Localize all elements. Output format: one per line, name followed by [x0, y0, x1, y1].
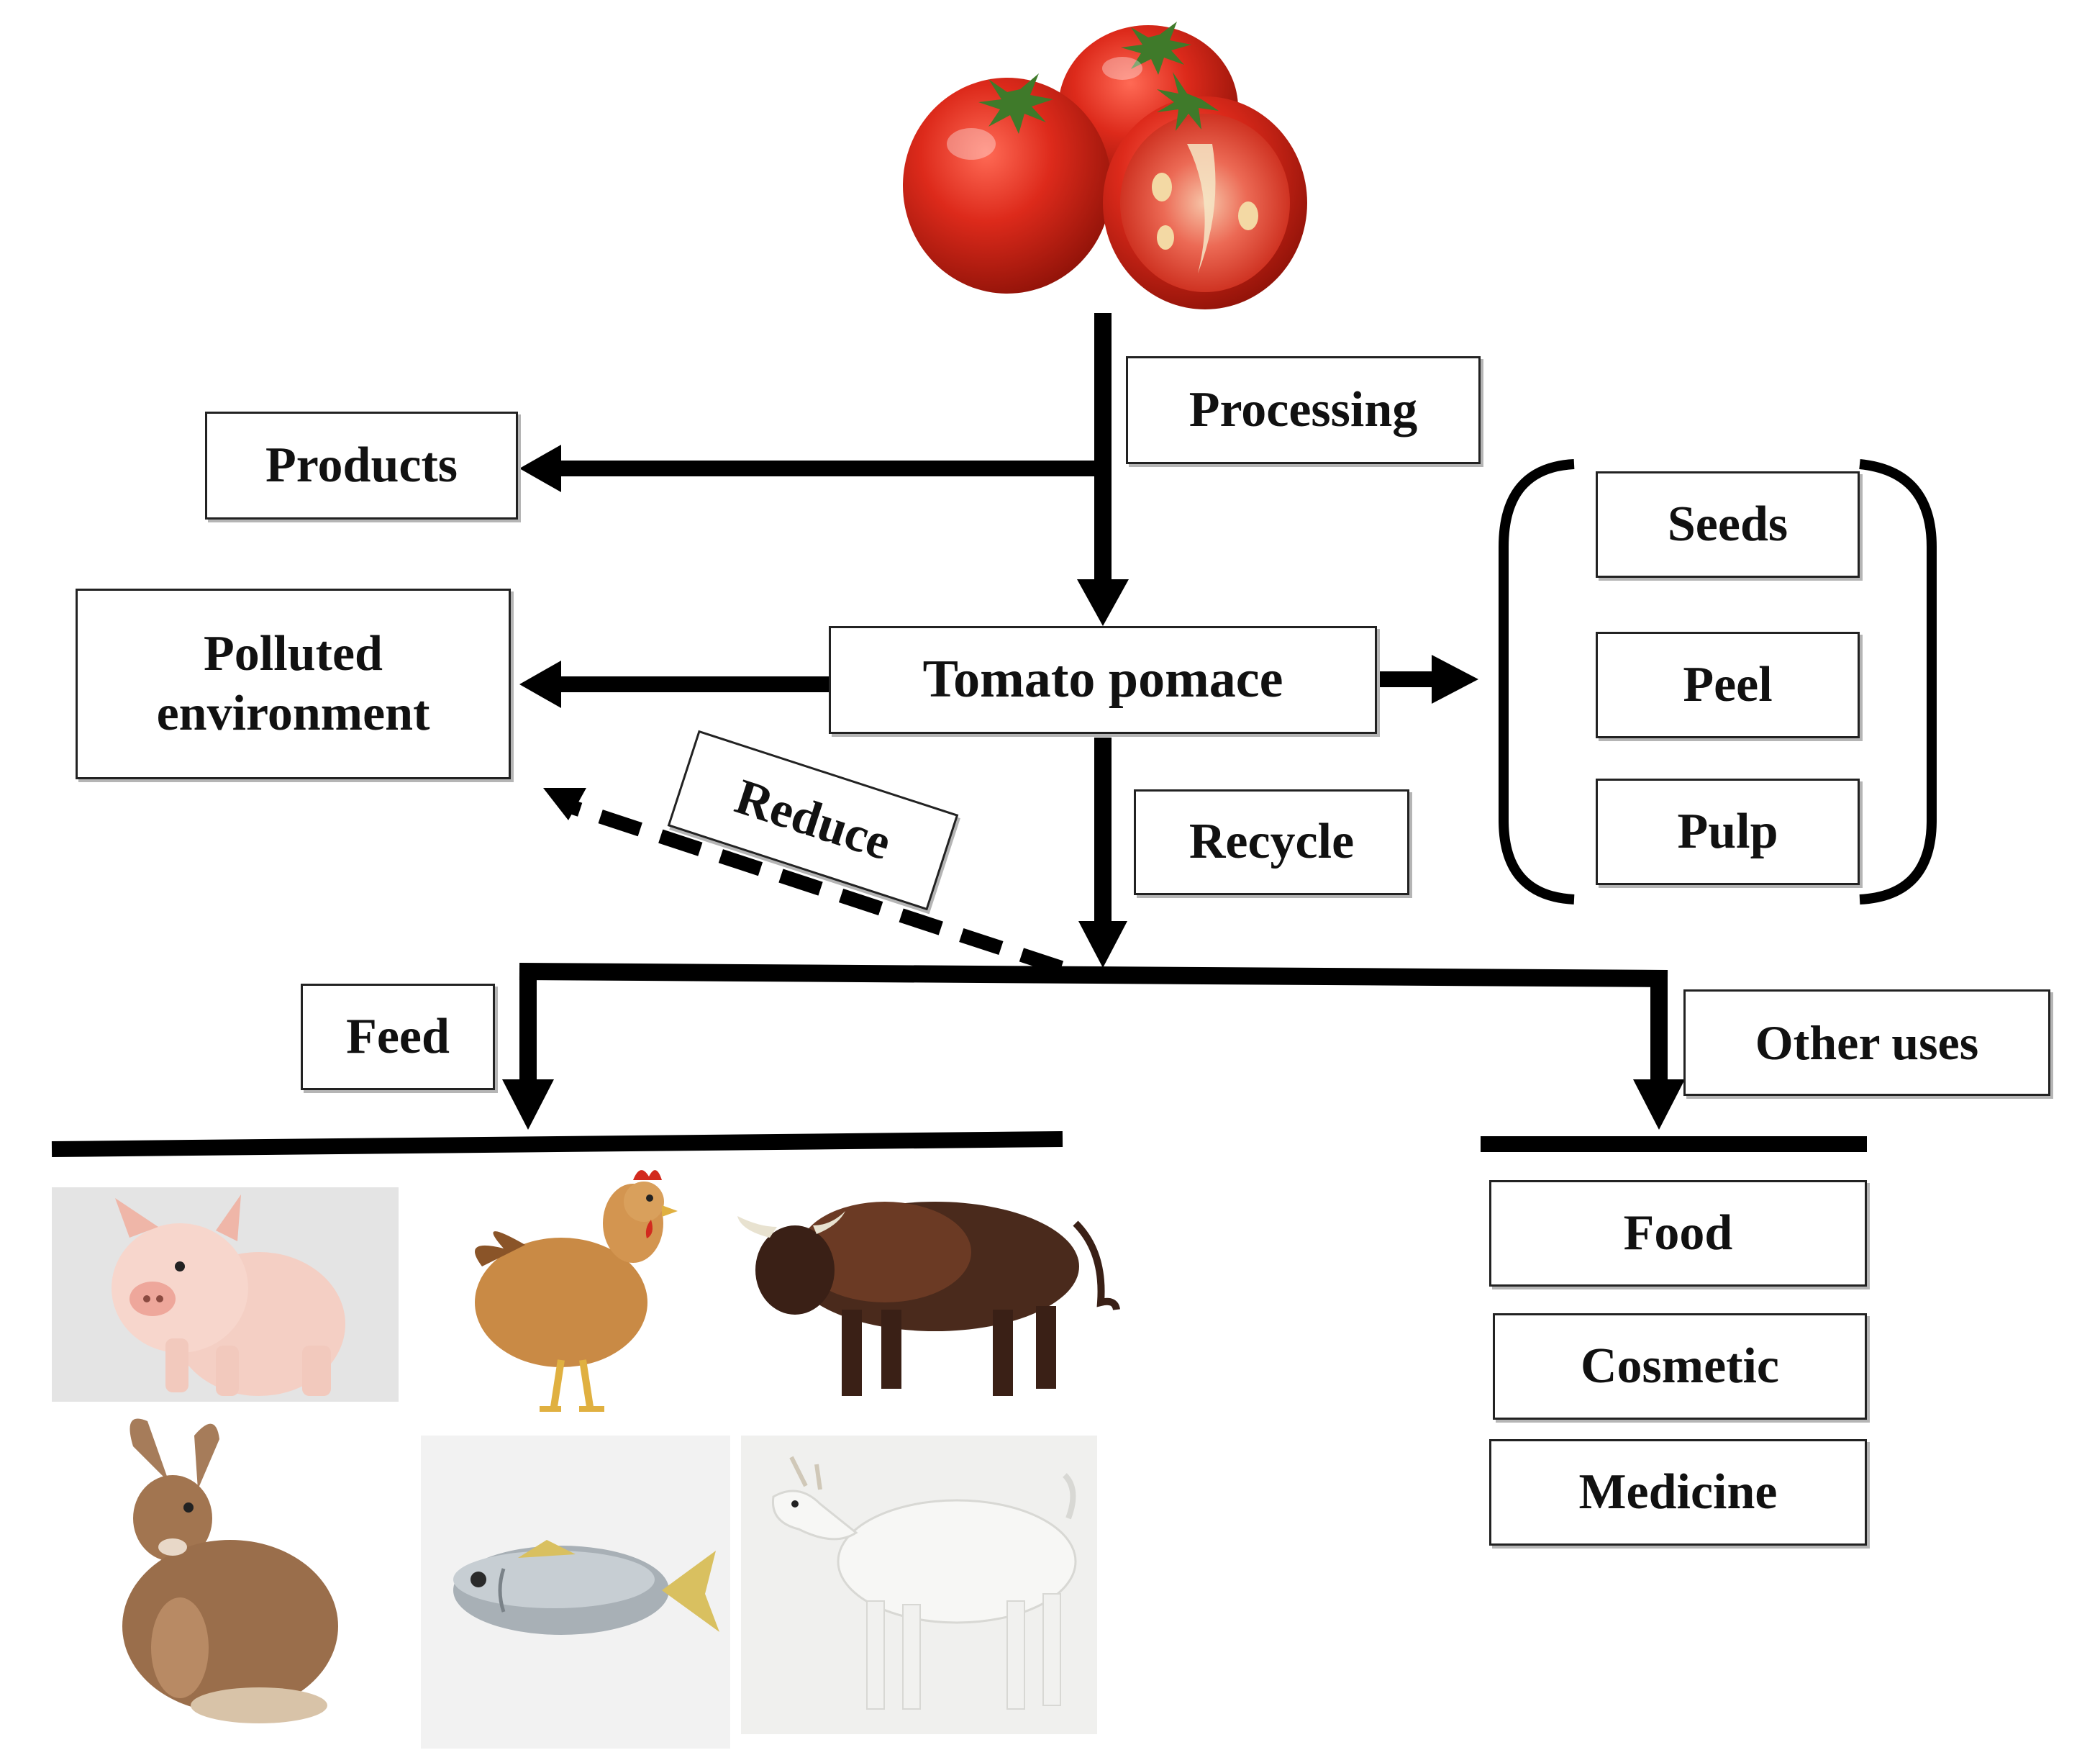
- processing-label: Processing: [1126, 356, 1481, 464]
- pig-image: [52, 1187, 399, 1402]
- other-use-food: Food: [1489, 1180, 1867, 1287]
- recycle-label: Recycle: [1134, 789, 1409, 895]
- polluted-environment-box: Polluted environment: [76, 589, 511, 779]
- feed-label: Feed: [301, 984, 495, 1090]
- feed-animals: [52, 1170, 1120, 1749]
- tomato-pomace-box: Tomato pomace: [829, 626, 1377, 734]
- other-use-medicine: Medicine: [1489, 1439, 1867, 1546]
- fish-image: [421, 1436, 730, 1749]
- chicken-image: [475, 1170, 678, 1412]
- pomace-component-seeds: Seeds: [1596, 471, 1860, 578]
- pomace-component-peel: Peel: [1596, 632, 1860, 738]
- pomace-component-pulp: Pulp: [1596, 779, 1860, 885]
- other-use-cosmetic: Cosmetic: [1493, 1313, 1867, 1420]
- other-uses-label: Other uses: [1683, 989, 2050, 1096]
- flow-arrows: [51, 313, 1937, 1157]
- products-box: Products: [205, 412, 518, 520]
- bull-image: [737, 1202, 1120, 1396]
- rabbit-image: [122, 1418, 338, 1723]
- goat-image: [741, 1436, 1097, 1734]
- tomatoes-image: [903, 22, 1307, 309]
